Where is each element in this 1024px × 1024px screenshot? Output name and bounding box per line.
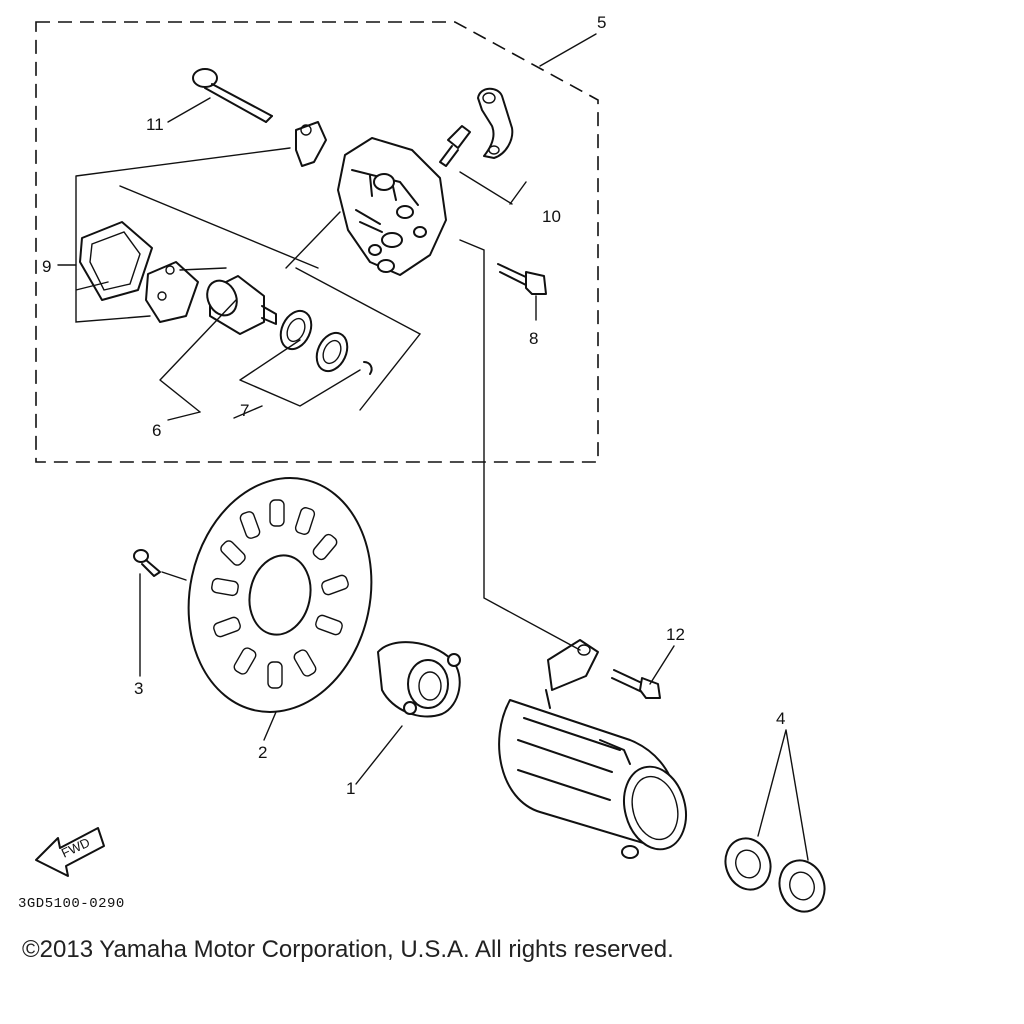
callout-5: 5 (597, 13, 606, 32)
part-12-housing-bolt (611, 669, 661, 699)
callout-10: 10 (542, 207, 561, 226)
callout-8: 8 (529, 329, 538, 348)
callout-11: 11 (146, 115, 164, 134)
callout-2: 2 (258, 743, 267, 762)
part-2-brake-disc (187, 477, 373, 713)
callout-6: 6 (152, 421, 161, 440)
diagram-part-code: 3GD5100-0290 (18, 896, 125, 912)
part-3-disc-screw (133, 549, 161, 577)
part-7-piston-seals (279, 309, 373, 375)
callout-1: 1 (346, 779, 355, 798)
caliper-body (337, 137, 447, 276)
callout-7: 7 (240, 401, 249, 420)
part-clip-small (295, 121, 327, 167)
part-1-hub (377, 641, 461, 718)
copyright-notice: ©2013 Yamaha Motor Corporation, U.S.A. A… (22, 936, 674, 963)
callout-3: 3 (134, 679, 143, 698)
part-9-brake-pads (79, 221, 199, 323)
part-4-lock-nuts (724, 837, 826, 913)
callout-4: 4 (776, 709, 785, 728)
callout-12: 12 (666, 625, 685, 644)
part-11-pin-bolt (192, 68, 273, 123)
forward-direction-arrow: FWD (35, 827, 105, 877)
rear-housing (498, 639, 687, 859)
part-8-caliper-bolt (497, 263, 547, 295)
callout-9: 9 (42, 257, 51, 276)
leader-lines (57, 33, 809, 861)
part-10-bleed-screw-and-cap (439, 87, 514, 167)
